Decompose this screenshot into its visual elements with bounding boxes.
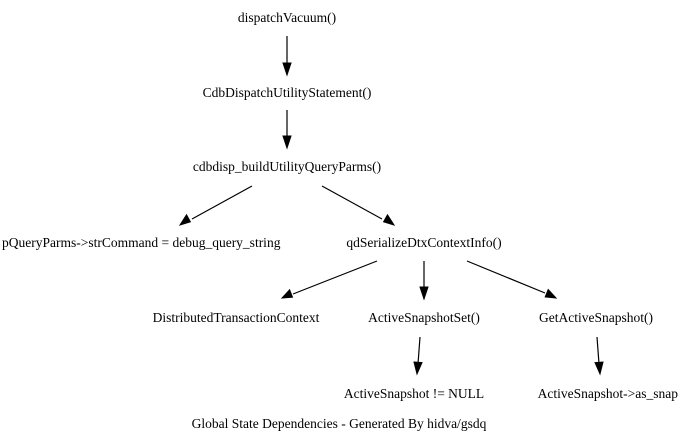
graph-caption: Global State Dependencies - Generated By… <box>192 416 487 431</box>
edge-qd-serialize-dtx-context-info-to-get-active-snapshot <box>466 260 558 299</box>
node-cdbdisp-build-utility-query-parms: cdbdisp_buildUtilityQueryParms() <box>193 159 381 174</box>
edge-cdbdisp-build-utility-query-parms-to-pquery-parms-str-command <box>178 185 253 226</box>
edge-qd-serialize-dtx-context-info-to-distributed-transaction-context <box>280 260 378 299</box>
edge-active-snapshot-set-to-active-snapshot-not-null <box>413 336 423 376</box>
edge-cdb-dispatch-utility-statement-to-cdbdisp-build-utility-query-parms <box>282 110 292 150</box>
edge-get-active-snapshot-to-active-snapshot-as-snap <box>594 336 604 376</box>
node-active-snapshot-set: ActiveSnapshotSet() <box>368 310 480 325</box>
edge-qd-serialize-dtx-context-info-to-active-snapshot-set <box>419 261 429 301</box>
node-cdb-dispatch-utility-statement: CdbDispatchUtilityStatement() <box>203 85 372 100</box>
node-qd-serialize-dtx-context-info: qdSerializeDtxContextInfo() <box>346 235 501 250</box>
edge-cdbdisp-build-utility-query-parms-to-qd-serialize-dtx-context-info <box>321 185 396 226</box>
node-get-active-snapshot: GetActiveSnapshot() <box>539 310 653 325</box>
graph-edges <box>178 36 604 376</box>
edge-dispatch-vacuum-to-cdb-dispatch-utility-statement <box>282 36 292 77</box>
node-dispatch-vacuum: dispatchVacuum() <box>238 10 336 25</box>
node-distributed-transaction-context: DistributedTransactionContext <box>153 310 320 325</box>
node-pquery-parms-str-command: pQueryParms->strCommand = debug_query_st… <box>2 235 281 250</box>
node-active-snapshot-as-snap: ActiveSnapshot->as_snap <box>538 386 679 401</box>
node-active-snapshot-not-null: ActiveSnapshot != NULL <box>344 386 484 401</box>
graph-nodes: dispatchVacuum() CdbDispatchUtilityState… <box>2 10 678 401</box>
